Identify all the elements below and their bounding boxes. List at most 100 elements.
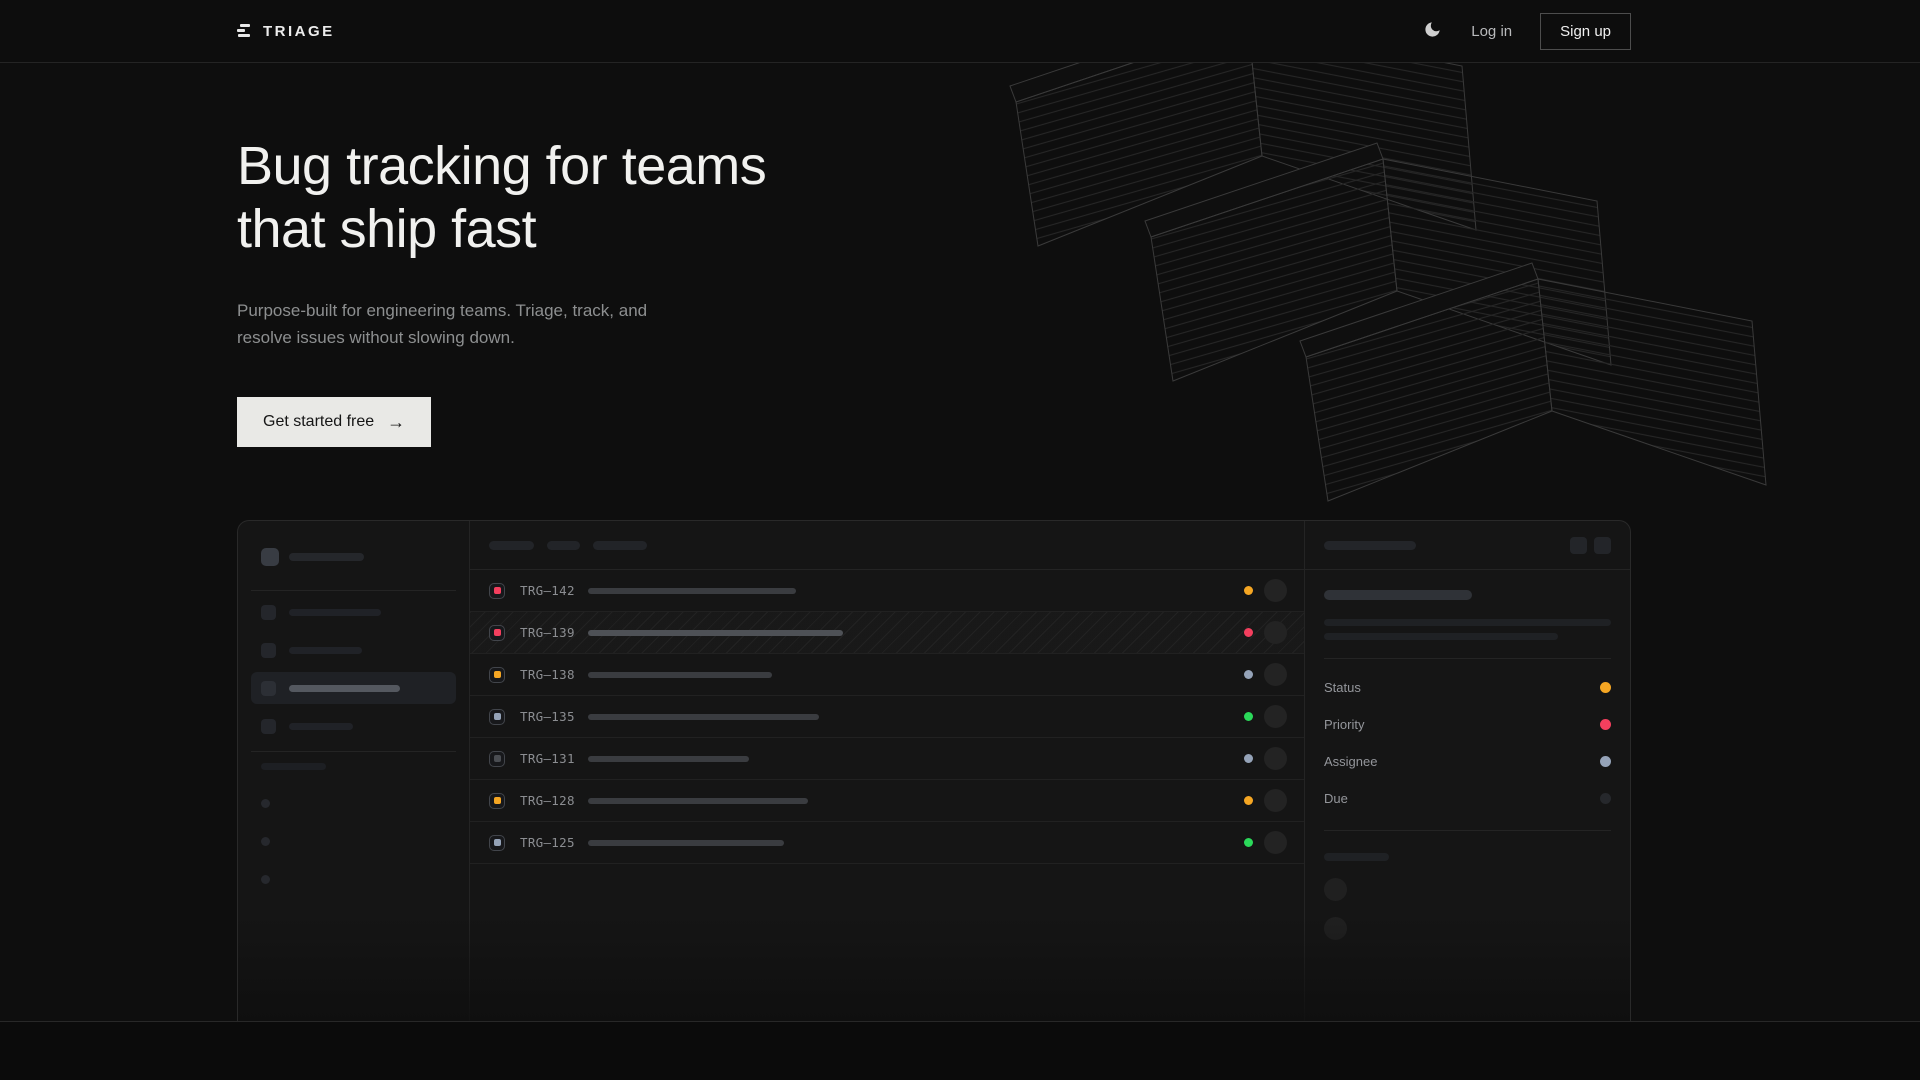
issue-type-icon <box>489 750 505 767</box>
comment-avatar <box>1324 917 1347 940</box>
top-nav: TRIAGE Log in Sign up <box>0 0 1920 63</box>
sidebar-item[interactable] <box>251 593 456 631</box>
sidebar-item-icon <box>261 718 276 734</box>
issue-row[interactable]: TRG–128 <box>470 780 1304 822</box>
detail-field-label: Priority <box>1324 717 1365 732</box>
detail-breadcrumb-skeleton <box>1324 540 1416 550</box>
issue-type-icon <box>489 666 505 683</box>
arrow-right-icon: → <box>387 412 406 432</box>
sidebar-item-active[interactable] <box>251 672 456 704</box>
sidebar-item-label-skeleton <box>289 684 400 692</box>
signup-button[interactable]: Sign up <box>1540 12 1631 50</box>
sidebar-item[interactable] <box>251 707 456 745</box>
detail-field-row[interactable]: Assignee <box>1324 743 1611 780</box>
detail-field-value-dot <box>1600 756 1611 767</box>
footer <box>0 1021 1920 1080</box>
detail-divider <box>1324 658 1611 659</box>
issue-id: TRG–142 <box>520 583 575 598</box>
issue-id: TRG–125 <box>520 835 575 850</box>
preview-list-header <box>470 521 1304 570</box>
theme-toggle-button[interactable] <box>1421 20 1443 42</box>
brand[interactable]: TRIAGE <box>237 23 335 40</box>
triage-logo-icon <box>237 23 253 39</box>
issue-title-skeleton <box>588 839 784 846</box>
detail-action-button[interactable] <box>1594 536 1611 554</box>
preview-issue-list: TRG–142 TRG–139 TRG–138 TRG–135 TRG– <box>470 521 1305 1021</box>
detail-divider <box>1324 830 1611 831</box>
issue-type-icon <box>489 582 505 599</box>
sidebar-list-dot <box>261 799 270 808</box>
workspace-switcher-skeleton[interactable] <box>251 548 456 566</box>
detail-field-label: Due <box>1324 791 1348 806</box>
preview-detail-panel: Status Priority Assignee Due <box>1305 521 1630 1021</box>
workspace-icon <box>261 548 279 566</box>
issue-row[interactable]: TRG–142 <box>470 570 1304 612</box>
detail-field-row[interactable]: Status <box>1324 669 1611 706</box>
issue-title-skeleton <box>588 755 749 762</box>
sidebar-item-icon <box>261 642 276 658</box>
issue-title-skeleton <box>588 713 819 720</box>
hero-subtitle: Purpose-built for engineering teams. Tri… <box>237 301 648 347</box>
preview-sidebar <box>238 521 470 1021</box>
sidebar-divider <box>251 751 456 752</box>
issue-title-skeleton <box>588 797 808 804</box>
sidebar-item-label-skeleton <box>289 722 353 730</box>
workspace-name-skeleton <box>289 553 364 561</box>
sidebar-item-icon <box>261 680 276 696</box>
issue-row[interactable]: TRG–131 <box>470 738 1304 780</box>
issue-row[interactable]: TRG–135 <box>470 696 1304 738</box>
assignee-avatar <box>1264 579 1287 602</box>
sidebar-list-dot <box>261 837 270 846</box>
detail-field-label: Status <box>1324 680 1361 695</box>
issue-id: TRG–135 <box>520 709 575 724</box>
detail-field-label: Assignee <box>1324 754 1378 769</box>
list-tab-skeleton[interactable] <box>489 540 534 550</box>
issue-id: TRG–138 <box>520 667 575 682</box>
detail-panel-header <box>1305 521 1630 570</box>
detail-comments-skeleton <box>1324 853 1389 861</box>
sidebar-item[interactable] <box>251 631 456 669</box>
issue-type-icon <box>489 708 505 725</box>
assignee-avatar <box>1264 831 1287 854</box>
detail-field-value-dot <box>1600 682 1611 693</box>
status-dot <box>1244 838 1253 847</box>
detail-field-row[interactable]: Due <box>1324 780 1611 817</box>
issue-title-skeleton <box>588 629 843 636</box>
sidebar-item-icon <box>261 604 276 620</box>
issue-id: TRG–128 <box>520 793 575 808</box>
detail-description-skeleton <box>1324 633 1558 640</box>
sidebar-list-dot <box>261 875 270 884</box>
sidebar-item-label-skeleton <box>289 608 381 616</box>
get-started-button[interactable]: Get started free → <box>237 397 432 447</box>
issue-row[interactable]: TRG–138 <box>470 654 1304 696</box>
sidebar-item-label-skeleton <box>289 646 362 654</box>
comment-avatar <box>1324 878 1347 901</box>
list-tab-skeleton[interactable] <box>547 540 580 550</box>
issue-row[interactable]: TRG–125 <box>470 822 1304 864</box>
assignee-avatar <box>1264 621 1287 644</box>
status-dot <box>1244 628 1253 637</box>
assignee-avatar <box>1264 705 1287 728</box>
status-dot <box>1244 670 1253 679</box>
login-link[interactable]: Log in <box>1471 22 1513 40</box>
brand-name: TRIAGE <box>263 22 335 40</box>
status-dot <box>1244 712 1253 721</box>
issue-type-icon <box>489 792 505 809</box>
issue-row[interactable]: TRG–139 <box>470 612 1304 654</box>
sidebar-divider <box>251 590 456 591</box>
status-dot <box>1244 796 1253 805</box>
app-preview-card: TRG–142 TRG–139 TRG–138 TRG–135 TRG– <box>237 520 1631 1021</box>
moon-icon <box>1423 20 1442 42</box>
detail-description-skeleton <box>1324 619 1611 626</box>
detail-action-button[interactable] <box>1570 536 1587 554</box>
issue-type-icon <box>489 624 505 641</box>
issue-title-skeleton <box>588 587 796 594</box>
assignee-avatar <box>1264 663 1287 686</box>
status-dot <box>1244 754 1253 763</box>
assignee-avatar <box>1264 789 1287 812</box>
detail-field-row[interactable]: Priority <box>1324 706 1611 743</box>
list-tab-skeleton[interactable] <box>593 540 647 550</box>
sidebar-section-skeleton <box>261 763 326 770</box>
